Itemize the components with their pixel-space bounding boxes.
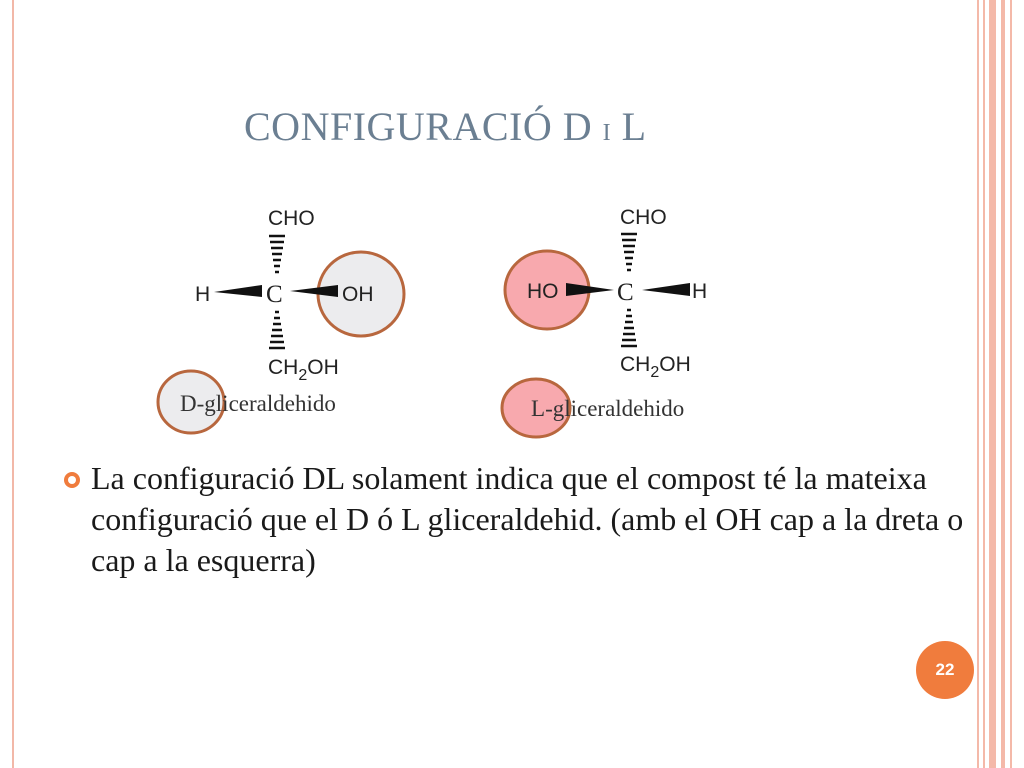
d-bottom-subscript: 2 bbox=[298, 367, 307, 384]
l-caption-circle bbox=[500, 377, 572, 439]
l-bottom-suffix: OH bbox=[659, 353, 691, 376]
l-hashed-bond-top bbox=[621, 232, 637, 272]
l-bottom-subscript: 2 bbox=[650, 364, 659, 381]
d-caption-letter: D bbox=[180, 391, 197, 416]
d-left-atom: H bbox=[195, 283, 210, 306]
d-glyceraldehyde-molecule: CHO H C OH CH2OH D-gliceraldehido bbox=[180, 207, 374, 416]
l-wedge-bond-left bbox=[566, 283, 614, 296]
l-top-group: CHO bbox=[620, 206, 667, 229]
d-center-atom: C bbox=[266, 281, 283, 308]
l-hashed-bond-bottom bbox=[621, 308, 637, 348]
d-bottom-prefix: CH bbox=[268, 356, 298, 379]
d-bottom-group: CH2OH bbox=[268, 356, 339, 384]
d-top-group: CHO bbox=[268, 207, 315, 230]
l-bottom-group: CH2OH bbox=[620, 353, 691, 381]
d-wedge-bond-right bbox=[290, 285, 338, 297]
d-caption-rest: -gliceraldehido bbox=[197, 391, 336, 416]
l-right-atom: H bbox=[692, 280, 707, 303]
title-end: L bbox=[611, 104, 647, 149]
l-caption: L-gliceraldehido bbox=[531, 396, 684, 421]
d-right-atom: OH bbox=[342, 283, 374, 306]
page-number-badge: 22 bbox=[916, 641, 974, 699]
l-left-atom: HO bbox=[527, 280, 559, 303]
d-hashed-bond-bottom bbox=[269, 310, 285, 350]
bullet-circle-icon bbox=[64, 472, 80, 488]
title-main: CONFIGURACIÓ D bbox=[244, 104, 603, 149]
d-wedge-bond-left bbox=[214, 285, 262, 297]
title-small-caps: I bbox=[602, 120, 612, 146]
l-caption-letter: L bbox=[531, 396, 545, 421]
l-glyceraldehyde-molecule: CHO HO C H CH2OH L-gliceraldehido bbox=[527, 206, 707, 421]
slide-title: CONFIGURACIÓ D I L bbox=[244, 103, 647, 150]
glyceraldehyde-diagram: CHO H C OH CH2OH D-gliceraldehido bbox=[156, 206, 707, 439]
d-caption: D-gliceraldehido bbox=[180, 391, 336, 416]
slide-frame-right bbox=[974, 0, 1024, 768]
d-caption-circle bbox=[156, 369, 226, 435]
bullet-text: La configuració DL solament indica que e… bbox=[91, 460, 964, 578]
slide-frame-left bbox=[12, 0, 14, 768]
l-center-atom: C bbox=[617, 279, 634, 306]
d-bottom-suffix: OH bbox=[307, 356, 339, 379]
l-bottom-prefix: CH bbox=[620, 353, 650, 376]
l-caption-rest: -gliceraldehido bbox=[545, 396, 684, 421]
l-wedge-bond-right bbox=[642, 283, 690, 296]
d-hashed-bond-top bbox=[269, 234, 285, 274]
